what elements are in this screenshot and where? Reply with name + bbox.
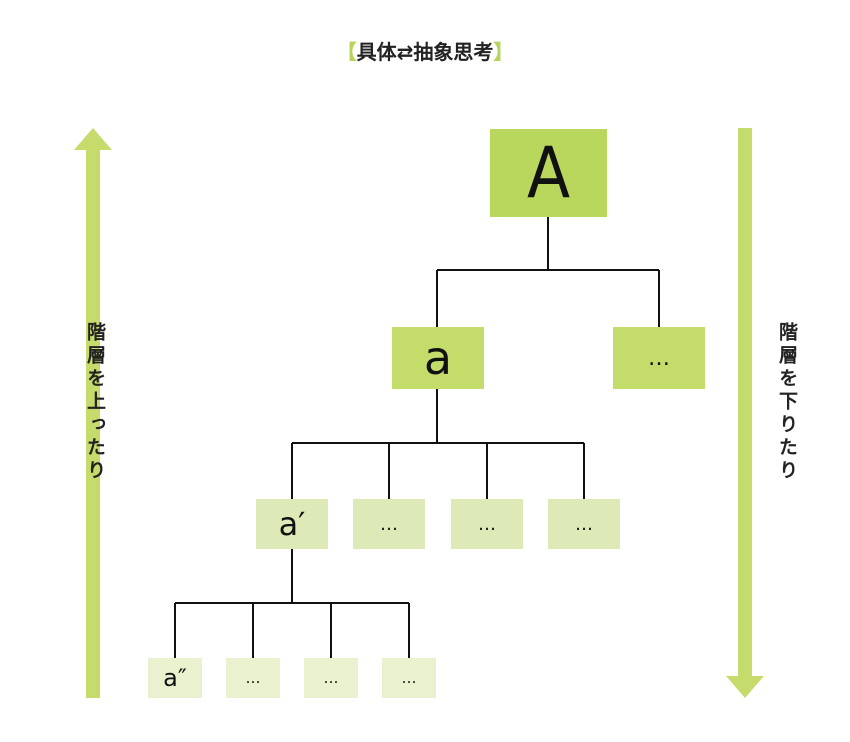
node-level2-ellipsis: …	[353, 499, 425, 549]
node-level3-ellipsis: …	[226, 658, 280, 698]
node-level2-ellipsis: …	[451, 499, 523, 549]
title-text: 具体⇄抽象思考	[356, 40, 494, 64]
down-arrow-icon	[726, 128, 764, 698]
diagram-title: 【具体⇄抽象思考】	[0, 36, 850, 66]
up-arrow-icon	[74, 128, 112, 698]
node-level1-ellipsis: …	[613, 327, 705, 389]
right-label: 階層を下りたり	[776, 322, 798, 483]
node-level2-a-prime: a′	[256, 499, 328, 549]
title-open-bracket: 【	[336, 40, 357, 64]
node-level3-ellipsis: …	[304, 658, 358, 698]
node-level1-a: a	[392, 327, 484, 389]
title-close-bracket: 】	[493, 40, 514, 64]
node-level2-ellipsis: …	[548, 499, 620, 549]
node-root: A	[490, 129, 607, 217]
node-level3-ellipsis: …	[382, 658, 436, 698]
left-label: 階層を上ったり	[84, 322, 106, 483]
node-level3-a-double-prime: a″	[148, 658, 202, 698]
